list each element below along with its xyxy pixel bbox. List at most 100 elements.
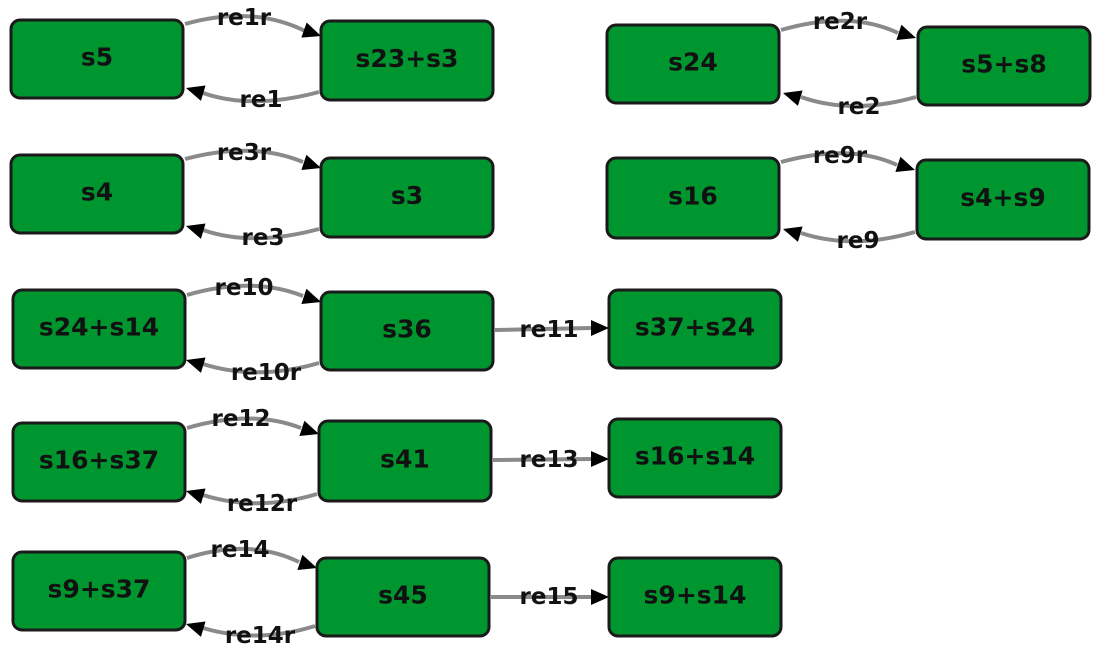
edge-re12r <box>186 488 318 506</box>
edge-re10r <box>186 357 320 375</box>
node-box <box>605 156 781 240</box>
node-label: s9+s37 <box>48 575 151 604</box>
edge-re9r <box>780 151 915 172</box>
node-label: s23+s3 <box>356 44 459 73</box>
node-s24-s14[interactable]: s24+s14 <box>11 288 187 370</box>
edge-line-re10 <box>186 283 304 298</box>
arrowhead-icon <box>186 223 206 239</box>
node-box <box>915 158 1091 241</box>
edge-label-re1r: re1r <box>217 5 272 31</box>
arrowhead-icon <box>297 554 317 570</box>
edge-line-re9r <box>780 151 898 167</box>
edge-label-re9r: re9r <box>813 143 868 169</box>
edge-line-re13 <box>492 457 592 462</box>
node-s24[interactable]: s24 <box>605 23 781 105</box>
edge-re1 <box>186 85 320 104</box>
edge-label-re15: re15 <box>520 584 579 610</box>
edge-line-re1r <box>184 13 306 33</box>
node-box <box>315 556 491 638</box>
edge-re1r <box>184 13 321 38</box>
node-label: s16+s37 <box>39 446 159 475</box>
edge-line-re2 <box>800 95 917 108</box>
edge-line-re11 <box>494 326 592 332</box>
arrowhead-icon <box>783 226 803 242</box>
node-label: s41 <box>380 445 430 474</box>
node-s3[interactable]: s3 <box>319 156 495 239</box>
edge-label-re2r: re2r <box>813 9 868 35</box>
edge-label-re10r: re10r <box>231 360 302 386</box>
edge-line-re1 <box>202 90 320 104</box>
arrowhead-icon <box>186 488 206 504</box>
edge-label-re12: re12 <box>212 406 271 432</box>
nodes-layer: s5 s23+s3 s24 s5+s8 s4 s3 s16 s4+s9 s24+s14 s36 s3… <box>9 18 1092 638</box>
node-label: s24+s14 <box>39 313 159 342</box>
edge-line-re12 <box>186 416 302 430</box>
edge-label-re2: re2 <box>838 94 881 120</box>
node-s16-s37[interactable]: s16+s37 <box>11 421 187 503</box>
node-box <box>319 156 495 239</box>
node-box <box>916 25 1092 107</box>
node-s4[interactable]: s4 <box>9 153 185 235</box>
node-s9-s37[interactable]: s9+s37 <box>11 550 187 632</box>
edge-re2r <box>780 18 916 40</box>
node-box <box>607 417 783 499</box>
edge-label-re14r: re14r <box>225 623 296 649</box>
arrowhead-icon <box>783 90 803 106</box>
node-s37-s24[interactable]: s37+s24 <box>607 288 783 370</box>
arrowhead-icon <box>301 154 321 170</box>
node-s5-s8[interactable]: s5+s8 <box>916 25 1092 107</box>
node-box <box>607 556 783 638</box>
edge-label-re10: re10 <box>215 275 274 301</box>
edge-label-re3: re3 <box>242 225 285 251</box>
node-s36[interactable]: s36 <box>319 290 495 372</box>
edge-re9 <box>783 226 916 244</box>
node-box <box>319 290 495 372</box>
edge-label-re14: re14 <box>211 537 270 563</box>
edge-re10 <box>186 283 321 304</box>
node-box <box>9 153 185 235</box>
arrowhead-icon <box>895 156 915 172</box>
arrowhead-icon <box>896 24 916 40</box>
node-label: s45 <box>378 581 428 610</box>
edge-line-re3 <box>202 227 320 241</box>
node-s41[interactable]: s41 <box>317 419 493 503</box>
node-s16-s14[interactable]: s16+s14 <box>607 417 783 499</box>
node-label: s3 <box>391 181 423 210</box>
edge-line-re3r <box>184 148 304 164</box>
arrowhead-icon <box>591 320 609 336</box>
edge-label-re12r: re12r <box>227 491 298 517</box>
edge-re3 <box>186 223 320 241</box>
node-s5[interactable]: s5 <box>9 18 185 100</box>
arrowhead-icon <box>301 22 321 38</box>
node-label: s36 <box>382 315 432 344</box>
node-box <box>317 419 493 503</box>
node-s4-s9[interactable]: s4+s9 <box>915 158 1091 241</box>
node-label: s16 <box>668 182 718 211</box>
edge-re14r <box>186 621 316 638</box>
edge-line-re14r <box>202 624 316 638</box>
node-s23-s3[interactable]: s23+s3 <box>319 19 495 102</box>
node-label: s16+s14 <box>635 442 755 471</box>
node-label: s5 <box>81 43 113 72</box>
edge-re12 <box>186 416 319 436</box>
node-label: s24 <box>668 48 718 77</box>
node-label: s37+s24 <box>635 313 755 342</box>
edge-re13 <box>492 451 609 467</box>
edge-re14 <box>186 546 317 570</box>
arrowhead-icon <box>186 85 206 101</box>
node-s9-s14[interactable]: s9+s14 <box>607 556 783 638</box>
node-s16[interactable]: s16 <box>605 156 781 240</box>
labels-layer: re1rre1re2rre2re3rre3re9rre9re10re10rre1… <box>211 5 881 649</box>
edges-layer <box>184 13 917 638</box>
edge-line-re2r <box>780 18 899 35</box>
node-label: s5+s8 <box>961 50 1047 79</box>
node-box <box>11 421 187 503</box>
edge-label-re13: re13 <box>520 447 579 473</box>
node-box <box>607 288 783 370</box>
node-s45[interactable]: s45 <box>315 556 491 638</box>
edge-line-re10r <box>202 361 320 375</box>
edge-line-re9 <box>800 230 916 244</box>
edge-label-re1: re1 <box>240 87 283 113</box>
node-label: s4+s9 <box>960 183 1046 212</box>
